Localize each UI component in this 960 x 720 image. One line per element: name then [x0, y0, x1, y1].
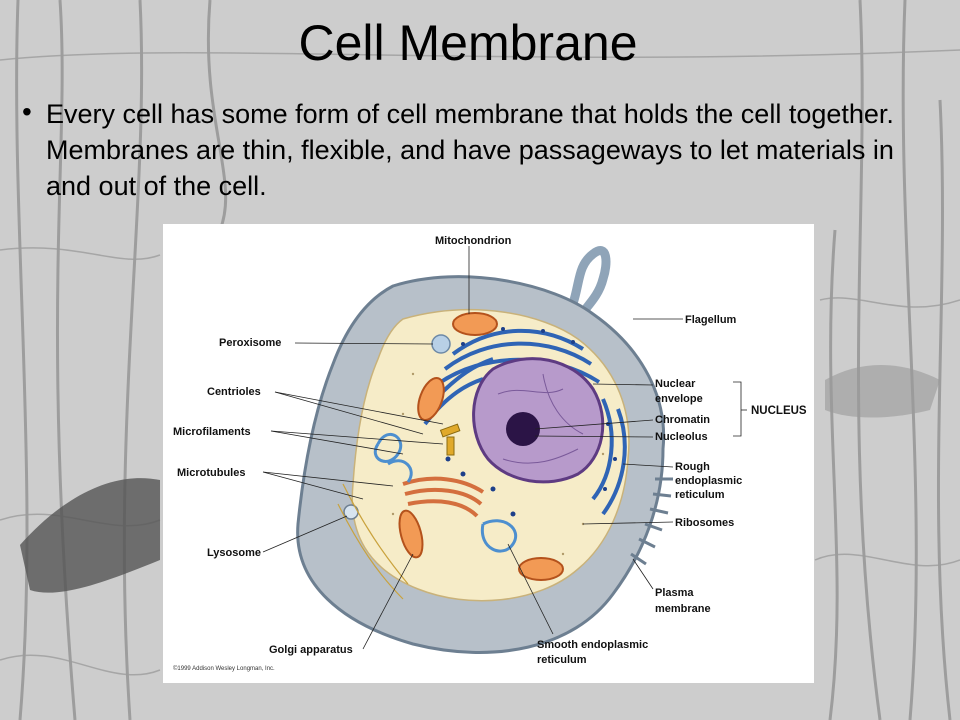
label-peroxisome: Peroxisome [219, 337, 281, 349]
centrioles-shape [439, 423, 461, 456]
label-plasma-membrane-line2: membrane [655, 603, 711, 615]
label-rough-er-line3: reticulum [675, 489, 725, 501]
label-nucleolus: Nucleolus [655, 431, 708, 443]
label-centrioles: Centrioles [207, 386, 261, 398]
label-mitochondrion: Mitochondrion [435, 235, 512, 247]
bullet-dot-icon: • [22, 96, 32, 127]
golgi-shape [402, 476, 485, 518]
cell-illustration: Mitochondrion Flagellum Peroxisome Centr… [173, 235, 807, 672]
nucleus-shape [472, 357, 605, 484]
label-nuclear-envelope-line2: envelope [655, 393, 703, 405]
label-rough-er-line2: endoplasmic [675, 475, 742, 487]
label-microfilaments: Microfilaments [173, 426, 251, 438]
mitochondria-shapes [398, 312, 564, 581]
bullet-text: Every cell has some form of cell membran… [46, 99, 894, 201]
slide-title: Cell Membrane [298, 15, 638, 71]
peroxisome-shape [431, 334, 451, 354]
label-golgi-apparatus: Golgi apparatus [269, 644, 353, 656]
label-flagellum: Flagellum [685, 314, 737, 326]
label-nucleus: NUCLEUS [751, 405, 807, 417]
label-plasma-membrane-line1: Plasma [655, 587, 694, 599]
label-smooth-er-line1: Smooth endoplasmic [537, 639, 648, 651]
label-microtubules: Microtubules [177, 467, 245, 479]
nucleolus-shape [506, 412, 540, 446]
flagellum-shape [558, 246, 611, 329]
label-rough-er-line1: Rough [675, 461, 710, 473]
label-smooth-er-line2: reticulum [537, 654, 587, 666]
label-ribosomes: Ribosomes [675, 517, 734, 529]
label-chromatin: Chromatin [655, 414, 710, 426]
label-lysosome: Lysosome [207, 547, 261, 559]
label-nuclear-envelope-line1: Nuclear [655, 378, 696, 390]
copyright-notice: ©1999 Addison Wesley Longman, Inc. [173, 665, 275, 672]
cell-diagram: Mitochondrion Flagellum Peroxisome Centr… [163, 224, 814, 683]
